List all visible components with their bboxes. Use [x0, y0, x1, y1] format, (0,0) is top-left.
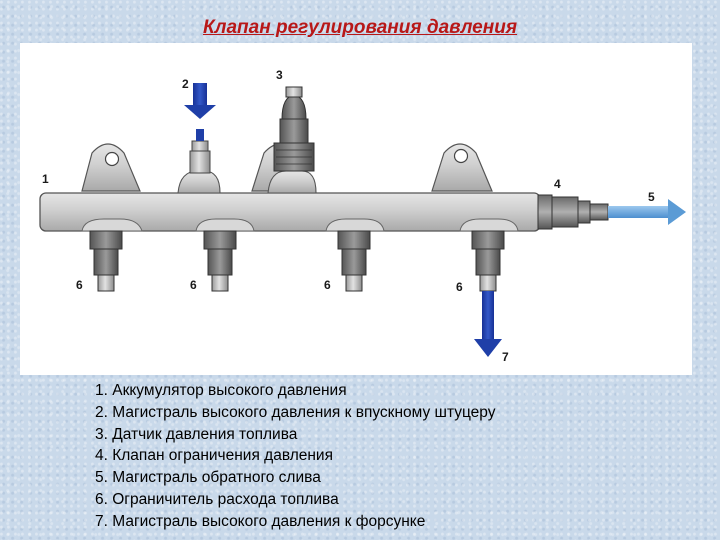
diagram-panel: 1 2 3 4 5 6 6 6 6 7	[20, 43, 692, 375]
inlet-fitting	[189, 129, 211, 174]
fuel-rail-diagram: 1 2 3 4 5 6 6 6 6 7	[39, 68, 686, 364]
legend-item: 5. Магистраль обратного слива	[95, 469, 321, 487]
callout-6-c: 6	[324, 278, 331, 292]
callout-6-d: 6	[456, 280, 463, 294]
callout-2: 2	[182, 77, 189, 91]
callout-3: 3	[276, 68, 283, 82]
legend-item: 1. Аккумулятор высокого давления	[95, 382, 347, 399]
mounting-bracket-left	[81, 143, 141, 192]
mounting-bracket-right	[431, 143, 493, 192]
return-line-arrow	[608, 199, 686, 225]
callout-1: 1	[42, 172, 49, 186]
callout-6-b: 6	[190, 278, 197, 292]
high-pressure-accumulator	[39, 170, 541, 232]
page-title: Клапан регулирования давления	[202, 17, 518, 38]
legend-item: 4. Клапан ограничения давления	[95, 447, 333, 465]
flow-limiter-4	[471, 230, 505, 292]
pressure-limiting-valve	[537, 194, 609, 230]
callout-5: 5	[648, 190, 655, 204]
legend: 1. Аккумулятор высокого давления 2. Маги…	[95, 380, 695, 533]
legend-item: 3. Датчик давления топлива	[95, 425, 298, 443]
inlet-arrow	[184, 83, 216, 119]
fuel-pressure-sensor	[273, 86, 315, 172]
flow-limiter-1	[89, 230, 123, 292]
injector-line-arrow	[474, 291, 502, 357]
callout-7: 7	[502, 350, 509, 364]
flow-limiter-3	[337, 230, 371, 292]
callout-4: 4	[554, 177, 561, 191]
legend-item: 6. Ограничитель расхода топлива	[95, 490, 339, 508]
flow-limiter-2	[203, 230, 237, 292]
legend-item: 7. Магистраль высокого давления к форсун…	[95, 512, 426, 530]
legend-item: 2. Магистраль высокого давления к впускн…	[95, 403, 496, 421]
callout-6-a: 6	[76, 278, 83, 292]
